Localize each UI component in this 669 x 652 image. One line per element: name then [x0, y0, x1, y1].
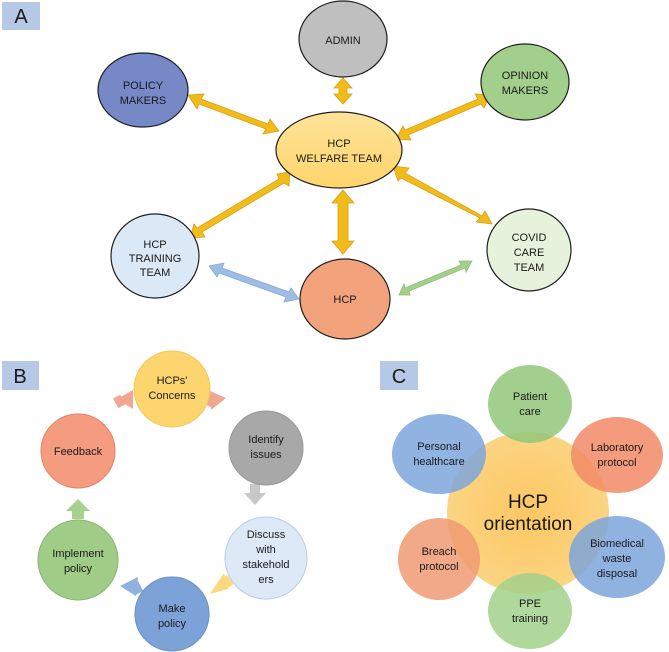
node-policy-label-1: POLICY — [123, 80, 164, 92]
node-training-label-1: HCP — [143, 239, 166, 251]
node-covid-label-2: CARE — [514, 247, 545, 259]
petal-bio-label-1: Biomedical — [590, 538, 644, 550]
arrow-training-center — [189, 171, 291, 239]
arrow-concerns-identify — [210, 391, 226, 410]
orientation-center: HCP orientation — [447, 432, 609, 594]
cycle-node-concerns: HCPs' Concerns — [133, 350, 211, 428]
arrow-implement-feedback — [66, 499, 90, 511]
arrow-center-hcp — [331, 189, 355, 255]
cycle-feedback-label: Feedback — [54, 446, 103, 458]
petal-bio-label-3: disposal — [597, 568, 637, 580]
cycle-node-identify: Identify issues — [228, 410, 304, 486]
node-welfare-team: HCP WELFARE TEAM — [275, 111, 403, 189]
arrow-feedback-concerns — [117, 390, 133, 409]
arrow-covid-center — [392, 165, 493, 225]
petal-bio-label-2: waste — [602, 553, 632, 565]
cycle-node-implement: Implement policy — [37, 519, 119, 601]
arrow-admin-center — [333, 77, 353, 105]
cycle-node-make-policy: Make policy — [134, 576, 210, 652]
cycle-node-discuss: Discuss with stakehold ers — [224, 516, 308, 600]
node-opinion-makers: OPINION MAKERS — [480, 43, 570, 121]
cycle-make-label-1: Make — [159, 603, 186, 615]
node-opinion-label-2: MAKERS — [502, 85, 548, 97]
arrow-identify-discuss — [244, 493, 266, 505]
cycle-implement-label-1: Implement — [52, 548, 103, 560]
arrow-opinion-center — [395, 93, 491, 141]
panel-c: C HCP orientation Patient care Laborator… — [380, 361, 665, 649]
petal-breach-label-2: protocol — [419, 561, 458, 573]
arrow-make-implement-tail — [129, 581, 144, 596]
petal-patient-label-2: care — [519, 406, 540, 418]
arrow-policy-center — [187, 93, 280, 135]
node-opinion-label-1: OPINION — [502, 70, 549, 82]
node-policy-makers: POLICY MAKERS — [97, 52, 189, 128]
petal-ppe-label-1: PPE — [519, 598, 541, 610]
panel-a-tag-box — [2, 2, 40, 30]
petal-laboratory-protocol: Laboratory protocol — [571, 417, 663, 493]
panel-a: A ADMIN POLICY MAKERS OPINION MAKERS — [2, 0, 572, 340]
arrow-implement-feedback-tail — [72, 510, 84, 519]
arrow-training-hcp — [208, 262, 300, 303]
node-admin-label: ADMIN — [325, 35, 361, 47]
cycle-concerns-label-1: HCPs' — [157, 375, 188, 387]
node-admin: ADMIN — [298, 0, 388, 78]
orientation-center-label-2: orientation — [484, 514, 573, 535]
panel-b: B HCPs' Concerns Identify issues Discuss… — [2, 350, 308, 652]
petal-patient-label-1: Patient — [513, 391, 547, 403]
petal-personal-label-2: healthcare — [413, 456, 464, 468]
node-hcp-label: HCP — [333, 294, 356, 306]
arrow-feedback-concerns-tail — [113, 394, 126, 409]
petal-personal-healthcare: Personal healthcare — [392, 414, 486, 494]
petal-ppe-training: PPE training — [488, 573, 572, 649]
cycle-discuss-label-1: Discuss — [247, 529, 286, 541]
cycle-node-feedback: Feedback — [40, 413, 116, 489]
node-training-label-3: TEAM — [140, 267, 171, 279]
orientation-center-label-1: HCP — [508, 492, 548, 513]
cycle-discuss-label-2: with — [255, 544, 276, 556]
node-covid-label-3: TEAM — [514, 262, 545, 274]
arrow-identify-discuss-tail — [250, 484, 260, 494]
node-training-label-2: TRAINING — [129, 253, 182, 265]
petal-personal-label-1: Personal — [417, 441, 460, 453]
cycle-make-label-2: policy — [158, 618, 187, 630]
cycle-identify-label-2: issues — [250, 449, 282, 461]
cycle-implement-label-2: policy — [64, 563, 93, 575]
panel-b-tag-box — [2, 361, 39, 390]
petal-patient-care: Patient care — [488, 365, 572, 443]
panel-c-tag-box — [380, 361, 418, 390]
petal-breach-label-1: Breach — [422, 546, 457, 558]
cycle-concerns-label-2: Concerns — [148, 390, 196, 402]
node-hcp: HCP — [299, 258, 391, 340]
node-welfare-label-1: HCP — [327, 138, 350, 150]
cycle-identify-label-1: Identify — [248, 434, 284, 446]
node-welfare-label-2: WELFARE TEAM — [296, 153, 382, 165]
node-policy-label-2: MAKERS — [120, 95, 166, 107]
panel-c-tag: C — [392, 366, 406, 388]
cycle-discuss-label-3: stakehold — [242, 559, 289, 571]
petal-breach-protocol: Breach protocol — [398, 518, 480, 600]
arrow-discuss-make-tail — [219, 575, 234, 590]
node-covid-care-team: COVID CARE TEAM — [486, 208, 572, 292]
node-training-team: HCP TRAINING TEAM — [110, 213, 200, 299]
panel-b-tag: B — [13, 366, 26, 388]
node-covid-label-1: COVID — [512, 232, 547, 244]
arrow-hcp-covid — [398, 260, 473, 296]
cycle-discuss-label-4: ers — [258, 574, 274, 586]
petal-biomedical-waste: Biomedical waste disposal — [569, 516, 665, 598]
panel-a-tag: A — [14, 6, 28, 28]
petal-lab-label-1: Laboratory — [591, 442, 644, 454]
petal-ppe-label-2: training — [512, 613, 548, 625]
petal-lab-label-2: protocol — [597, 457, 636, 469]
